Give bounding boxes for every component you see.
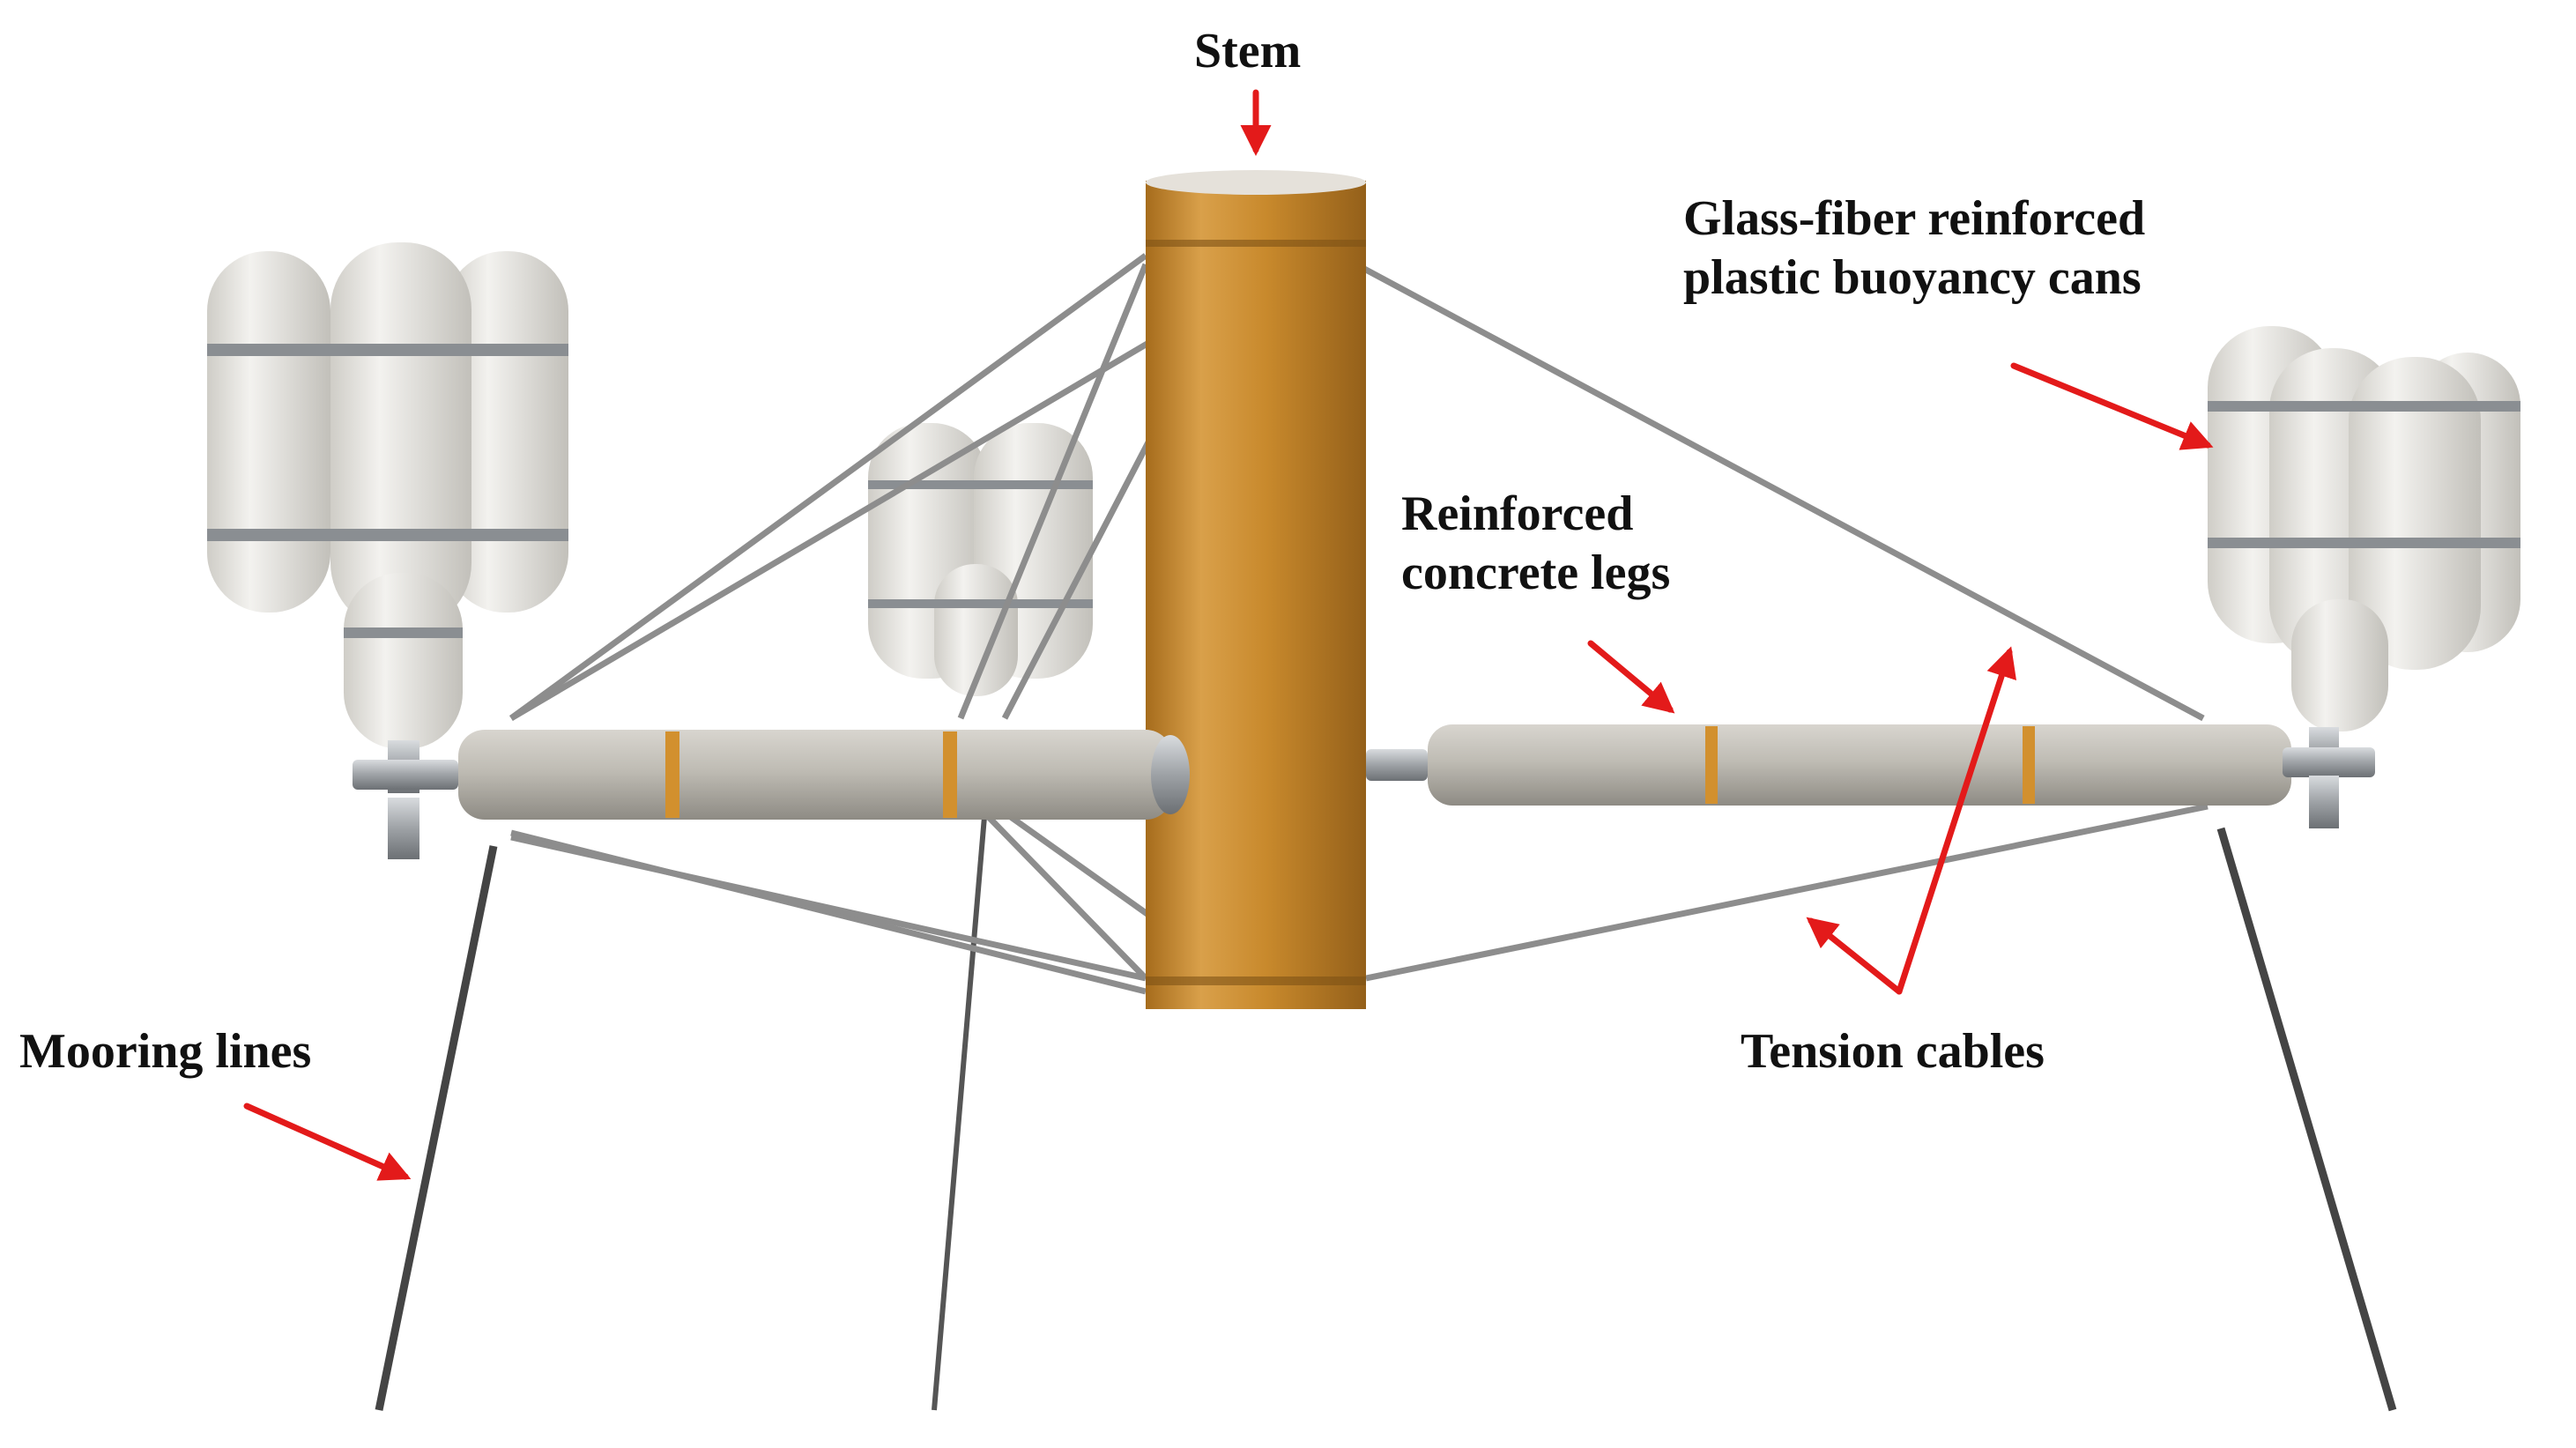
arrow-buoyancy [2010, 362, 2214, 450]
arrow-tension-up [1896, 646, 2016, 995]
label-stem: Stem [1194, 22, 1301, 81]
mooring-line-right [2216, 827, 2397, 1412]
label-concrete-legs: Reinforced concrete legs [1401, 485, 1670, 603]
label-tension-cables: Tension cables [1741, 1022, 2045, 1081]
label-legs-line2: concrete legs [1401, 546, 1671, 601]
buoyancy-cans-right [2208, 326, 2520, 776]
buoyancy-cans-left [207, 242, 568, 793]
arrow-tension-left [1806, 917, 1903, 995]
label-stem-text: Stem [1194, 24, 1302, 78]
arrow-legs [1587, 640, 1675, 714]
mooring-line-left [375, 845, 498, 1411]
label-tension-text: Tension cables [1741, 1024, 2045, 1079]
label-buoyancy-line2: plastic buoyancy cans [1683, 250, 2142, 306]
mooring-lines [375, 806, 2397, 1412]
label-mooring-text: Mooring lines [19, 1024, 312, 1079]
label-buoyancy-cans: Glass-fiber reinforced plastic buoyancy … [1683, 189, 2145, 308]
buoyancy-cans-center [868, 423, 1093, 696]
arrow-mooring [243, 1103, 412, 1181]
concrete-leg-right [1366, 724, 2375, 828]
annotation-arrows [243, 89, 2214, 1181]
tension-cables-upper [509, 248, 2205, 722]
stem-column [1146, 170, 1366, 1009]
tension-cables-lower [510, 803, 2209, 995]
label-legs-line1: Reinforced [1401, 486, 1634, 541]
concrete-leg-left [353, 730, 1190, 859]
label-mooring-lines: Mooring lines [19, 1022, 311, 1081]
mooring-line-center [932, 806, 988, 1411]
label-buoyancy-line1: Glass-fiber reinforced [1683, 191, 2146, 246]
